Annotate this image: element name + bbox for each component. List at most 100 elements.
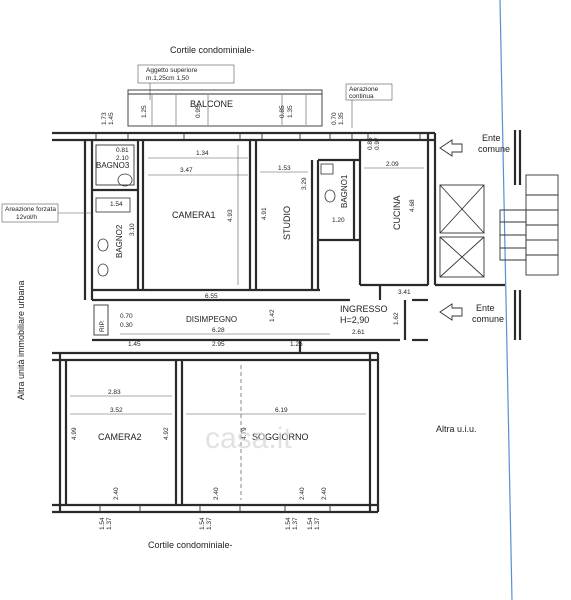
vent-forced-line2: 12vol/h xyxy=(16,214,37,221)
svg-text:1.25: 1.25 xyxy=(141,105,148,118)
toilet-icon xyxy=(117,173,133,187)
staircase xyxy=(499,174,559,276)
svg-text:1.54: 1.54 xyxy=(199,517,206,530)
svg-text:3.52: 3.52 xyxy=(110,407,123,414)
svg-text:2.40: 2.40 xyxy=(213,487,220,500)
svg-text:4.99: 4.99 xyxy=(71,427,78,440)
svg-text:0.85: 0.85 xyxy=(279,105,286,118)
svg-text:3.10: 3.10 xyxy=(129,223,136,236)
svg-text:1.34: 1.34 xyxy=(196,150,209,157)
svg-text:2.40: 2.40 xyxy=(113,487,120,500)
room-soggiorno: SOGGIORNO xyxy=(252,432,309,442)
interior-walls-upper xyxy=(92,140,428,342)
room-bagno2: BAGNO2 xyxy=(115,224,124,258)
svg-text:1.53: 1.53 xyxy=(278,165,291,172)
balcony-note-line1: Aggetto superiore xyxy=(146,67,198,74)
lift-shafts xyxy=(439,184,485,278)
svg-text:2.40: 2.40 xyxy=(299,487,306,500)
bathtub-icon xyxy=(95,197,131,213)
svg-text:2.09: 2.09 xyxy=(386,161,399,168)
bottom-courtyard-label: Cortile condominiale- xyxy=(148,540,233,550)
ente-mid-line1: Ente xyxy=(476,303,495,313)
room-studio: STUDIO xyxy=(282,206,292,240)
svg-text:0.30: 0.30 xyxy=(120,322,133,329)
ingresso-height: H=2,90 xyxy=(340,315,369,325)
room-ingresso: INGRESSO xyxy=(340,304,388,314)
svg-text:0.85: 0.85 xyxy=(367,137,374,150)
svg-text:1.37: 1.37 xyxy=(206,517,213,530)
room-camera2: CAMERA2 xyxy=(98,432,142,442)
svg-text:3.41: 3.41 xyxy=(398,289,411,296)
svg-text:1.35: 1.35 xyxy=(338,112,345,125)
svg-text:1.35: 1.35 xyxy=(287,105,294,118)
svg-text:1.37: 1.37 xyxy=(314,517,321,530)
svg-text:1.45: 1.45 xyxy=(108,112,115,125)
svg-text:0.81: 0.81 xyxy=(116,147,129,154)
room-bagno3: BAGNO3 xyxy=(96,161,130,170)
arrow-left-icon xyxy=(439,139,463,157)
ente-top-line2: comune xyxy=(478,144,510,154)
svg-text:6.28: 6.28 xyxy=(212,327,225,334)
svg-text:1.54: 1.54 xyxy=(307,517,314,530)
balcony-label: BALCONE xyxy=(190,99,233,109)
vent-continuous-line2: continua xyxy=(349,93,374,100)
svg-text:0.70: 0.70 xyxy=(120,313,133,320)
room-camera1: CAMERA1 xyxy=(172,210,216,220)
arrow-left-icon-2 xyxy=(439,303,463,321)
svg-text:3.29: 3.29 xyxy=(301,177,308,190)
svg-text:2.61: 2.61 xyxy=(352,329,365,336)
bagno3-outline xyxy=(95,144,135,186)
svg-text:1.54: 1.54 xyxy=(110,201,123,208)
svg-text:2.83: 2.83 xyxy=(108,389,121,396)
room-bagno1: BAGNO1 xyxy=(340,174,349,208)
vent-continuous-line1: Aerazione xyxy=(349,86,379,93)
svg-text:1.54: 1.54 xyxy=(285,517,292,530)
svg-text:1.20: 1.20 xyxy=(332,217,345,224)
balcony-note-box xyxy=(137,64,235,84)
svg-text:6.19: 6.19 xyxy=(275,407,288,414)
svg-text:4.68: 4.68 xyxy=(409,199,416,212)
bidet-icon xyxy=(97,238,109,252)
top-courtyard-label: Cortile condominiale- xyxy=(170,45,255,55)
sink-icon xyxy=(320,163,334,175)
svg-text:1.62: 1.62 xyxy=(393,312,400,325)
vent-continuous-box xyxy=(345,83,393,101)
svg-text:1.45: 1.45 xyxy=(128,341,141,348)
svg-text:4.93: 4.93 xyxy=(227,209,234,222)
svg-text:1.26: 1.26 xyxy=(290,341,303,348)
svg-text:0.70: 0.70 xyxy=(331,112,338,125)
left-side-label: Altra unità immobiliare urbana xyxy=(16,280,26,400)
sheet-border-line xyxy=(499,0,513,600)
svg-text:2.95: 2.95 xyxy=(212,341,225,348)
svg-text:4.79: 4.79 xyxy=(241,427,248,440)
room-disimpegno: DISIMPEGNO xyxy=(186,315,237,324)
svg-text:1.37: 1.37 xyxy=(292,517,299,530)
svg-text:6.55: 6.55 xyxy=(205,293,218,300)
svg-text:1.73: 1.73 xyxy=(101,112,108,125)
room-cucina: CUCINA xyxy=(392,195,402,230)
svg-text:4.92: 4.92 xyxy=(163,427,170,440)
svg-text:3.47: 3.47 xyxy=(180,167,193,174)
right-side-label: Altra u.i.u. xyxy=(436,424,477,434)
svg-text:1.37: 1.37 xyxy=(106,517,113,530)
ente-mid-line2: comune xyxy=(472,314,504,324)
toilet-icon-3 xyxy=(324,189,336,203)
svg-text:1.42: 1.42 xyxy=(269,309,276,322)
exterior-walls xyxy=(52,131,437,300)
watermark: casa.it xyxy=(205,422,292,455)
svg-text:0.97: 0.97 xyxy=(374,137,381,150)
vent-forced-line1: Areazione forzata xyxy=(5,206,56,213)
svg-text:0.95: 0.95 xyxy=(195,105,202,118)
room-rip: RIP. xyxy=(99,320,106,332)
svg-text:2.10: 2.10 xyxy=(116,155,129,162)
svg-text:1.54: 1.54 xyxy=(99,517,106,530)
ente-top-line1: Ente xyxy=(482,133,501,143)
balcony-outline xyxy=(127,89,323,127)
balcony-note-line2: m.1,25cm 1,50 xyxy=(146,75,189,82)
svg-text:2.40: 2.40 xyxy=(321,487,328,500)
svg-text:4.91: 4.91 xyxy=(261,207,268,220)
toilet-icon-2 xyxy=(97,263,109,277)
lower-walls xyxy=(52,340,380,514)
rip-outline xyxy=(93,304,109,336)
